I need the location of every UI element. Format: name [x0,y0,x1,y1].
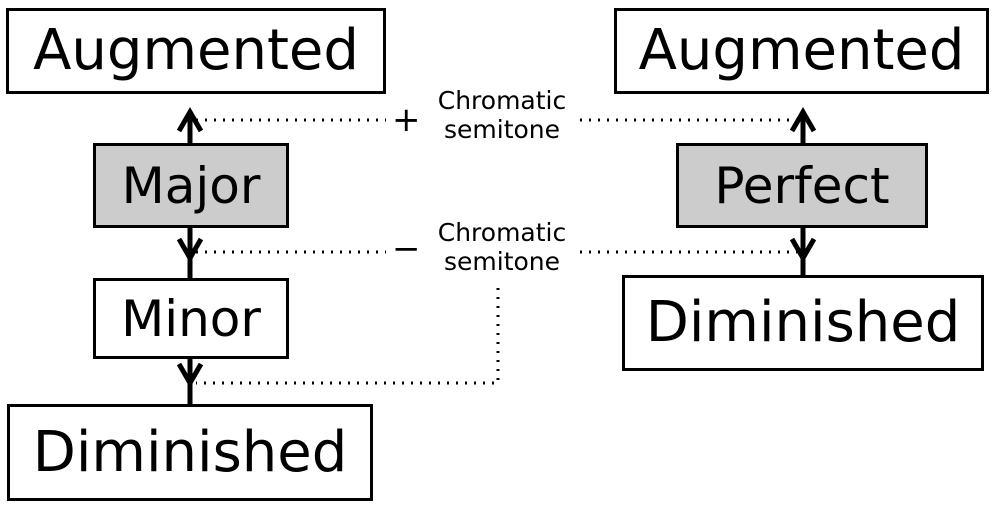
node-label: Diminished [32,419,348,485]
arrow-major-to-augmented [176,107,204,143]
raise-sign: + [392,100,421,140]
node-left-major[interactable]: Major [93,143,289,228]
node-label: Augmented [638,18,965,83]
node-right-perfect[interactable]: Perfect [676,143,928,228]
node-right-augmented[interactable]: Augmented [614,8,989,94]
node-label: Perfect [714,156,890,215]
node-left-minor[interactable]: Minor [93,278,289,359]
node-label: Diminished [645,290,961,355]
arrow-perfect-to-augmented [789,107,817,143]
node-label: Minor [121,289,261,348]
node-left-augmented[interactable]: Augmented [6,8,386,94]
raise-label: Chromatic semitone [437,86,567,144]
arrow-minor-to-diminished [176,359,204,404]
lower-sign: − [392,229,421,269]
arrow-perfect-to-diminished [789,228,817,275]
lower-label: Chromatic semitone [437,218,567,276]
node-right-diminished[interactable]: Diminished [622,275,984,371]
arrow-major-to-minor [176,228,204,278]
node-left-diminished[interactable]: Diminished [7,404,373,501]
node-label: Augmented [33,18,359,83]
node-label: Major [121,156,261,215]
